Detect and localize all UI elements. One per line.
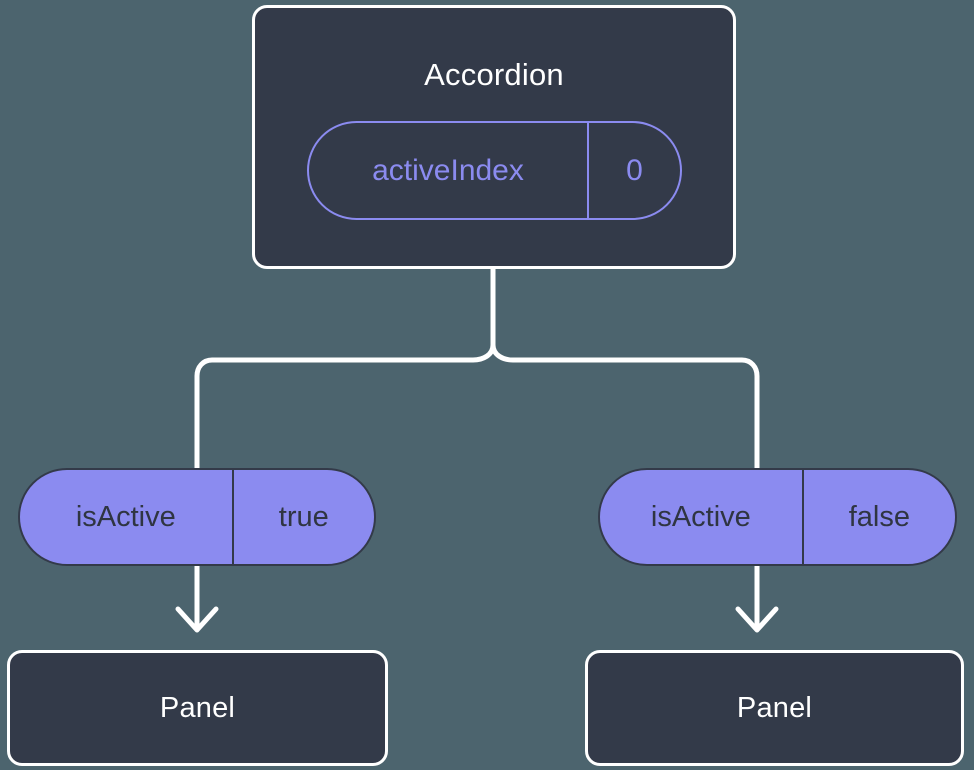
state-chip-value: 0	[586, 123, 680, 218]
arrow-head-left	[175, 606, 219, 633]
state-chip-activeindex[interactable]: activeIndex 0	[307, 121, 682, 220]
prop-chip-left-value: true	[231, 470, 374, 564]
connector-accordion-to-left-prop	[194, 266, 496, 471]
prop-chip-isactive-false[interactable]: isActive false	[598, 468, 957, 566]
node-panel-left-title: Panel	[159, 691, 236, 724]
prop-chip-right-key: isActive	[650, 500, 751, 533]
node-panel-right[interactable]: Panel	[585, 650, 964, 766]
node-panel-right-title: Panel	[736, 691, 813, 724]
connector-accordion-to-right-prop	[490, 266, 760, 471]
state-chip-key: activeIndex	[372, 153, 524, 187]
arrow-head-right	[735, 606, 779, 633]
prop-chip-isactive-true[interactable]: isActive true	[18, 468, 376, 566]
prop-chip-left-key: isActive	[75, 500, 176, 533]
node-panel-left[interactable]: Panel	[7, 650, 388, 766]
prop-chip-right-value: false	[801, 470, 955, 564]
node-accordion-title: Accordion	[424, 57, 564, 92]
